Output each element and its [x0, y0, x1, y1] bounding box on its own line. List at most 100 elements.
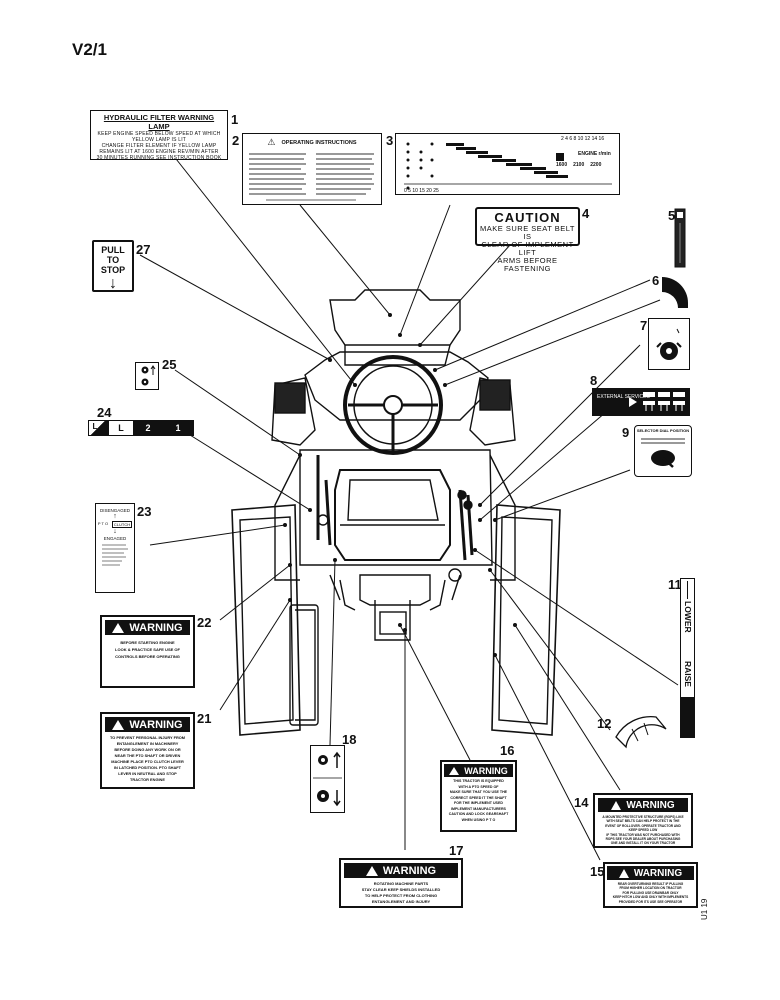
callout-22: 22: [197, 615, 212, 630]
decal22-title: WARNING: [129, 621, 183, 634]
decal23-text-lines: [102, 544, 128, 566]
decal22-line: BEFORE STARTING ENGINE: [120, 640, 175, 645]
decal22-line: LOOK & PRACTICE SAFE USE OF: [115, 647, 180, 652]
decal16-line: IMPLEMENT MANUFACTURERS: [451, 806, 506, 811]
decal15-line: REAR OVERTURNING RESULT IF PULLING: [617, 882, 684, 886]
decal-6-arc: [662, 277, 688, 308]
callout-16: 16: [500, 743, 515, 758]
callout-2: 2: [232, 133, 240, 148]
decal23-mid-right: CLUTCH: [111, 521, 133, 528]
decal16-line: MAKE SURE THAT YOU USE THE: [449, 790, 508, 794]
callout-4: 4: [582, 206, 590, 221]
lift-control-icon: [313, 751, 342, 807]
decal1-title: HYDRAULIC FILTER WARNING LAMP: [103, 113, 215, 131]
decal-22-warning-starting: WARNING BEFORE STARTING ENGINE LOOK & PR…: [100, 615, 195, 688]
external-services-icons: [629, 392, 685, 411]
warning-triangle-icon: [112, 719, 125, 730]
decal-12-quadrant: [615, 716, 667, 749]
decal3-tick: 2200: [590, 162, 602, 168]
decal14-line: ONE AND INSTALL IT ON YOUR TRACTOR: [610, 841, 676, 846]
decal-21-warning-pto-entanglement: WARNING TO PREVENT PERSONAL INJURY FROM …: [100, 712, 195, 789]
warning-triangle-icon: [365, 865, 378, 876]
callout-24: 24: [97, 405, 112, 420]
decal14-text: A MOUNTED PROTECTIVE STRUCTURE (ROPS) LI…: [595, 815, 691, 846]
selector-dial-icon: [641, 438, 685, 468]
callout-7: 7: [640, 318, 648, 333]
decal16-line: CAUTION AND LOCK GEARSHAFT: [448, 812, 509, 816]
decal-27-pull-to-stop: PULL TO STOP ↓: [92, 240, 134, 292]
decal15-line: FROM HIGHER LOCATION ON TRACTOR: [619, 886, 682, 891]
decal-23-pto-clutch: DISENGAGED ↑ P T O CLUTCH ↓ ENGAGED: [95, 503, 135, 593]
callout-1: 1: [231, 112, 239, 127]
decal14-banner: WARNING: [598, 798, 688, 812]
decal16-line: WHEN USING P T O: [461, 817, 496, 822]
callout-21: 21: [197, 711, 212, 726]
decal4-line: CLEAR OF IMPLEMENT LIFT: [481, 240, 574, 257]
svg-text:2 4 6 8 10 12 14 16: 2 4 6 8 10 12 14 16: [561, 136, 604, 142]
decal16-line: THIS TRACTOR IS EQUIPPED: [453, 779, 504, 783]
throttle-icon: [141, 365, 156, 386]
decal23-top: DISENGAGED: [99, 508, 130, 513]
callout-5: 5: [668, 208, 676, 223]
decal21-line: TO PREVENT PERSONAL INJURY FROM: [109, 735, 186, 740]
decal27-line1: PULL TO: [101, 245, 125, 265]
decal4-title: CAUTION: [494, 210, 561, 225]
decal-lower-raise: LOWER RAISE: [680, 578, 695, 738]
decal17-title: WARNING: [382, 864, 437, 877]
decal-14-warning-rops: WARNING A MOUNTED PROTECTIVE STRUCTURE (…: [593, 793, 693, 848]
decal8-title: EXTERNAL SERVICES: [597, 394, 650, 400]
decal15-text: REAR OVERTURNING RESULT IF PULLING FROM …: [605, 882, 696, 904]
decal4-line: MAKE SURE SEAT BELT IS: [480, 224, 575, 241]
decal21-line: MACHINE PLACE PTO CLUTCH LEVER: [111, 759, 184, 764]
decal16-banner: WARNING: [444, 764, 513, 777]
decal17-text: ROTATING MACHINE PARTS STAY CLEAR KEEP S…: [341, 881, 461, 905]
callout-18: 18: [342, 732, 357, 747]
decal27-line2: STOP: [100, 265, 126, 275]
callout-6: 6: [652, 273, 660, 288]
callout-17: 17: [449, 843, 464, 858]
callout-11: 11: [668, 577, 682, 592]
decal22-line: CONTROLS BEFORE OPERATING: [115, 654, 180, 659]
decal14-line: ROPS SEE YOUR DEALER ABOUT PURCHASING: [605, 837, 681, 842]
callout-23: 23: [137, 504, 152, 519]
decal-24-gear-strip: L L 2 1: [88, 420, 194, 436]
decal15-line: KEEP HITCH LOW AND ONLY WITH IMPLEMENTS: [612, 895, 689, 900]
svg-text:0 5 10 15 20 25: 0 5 10 15 20 25: [404, 188, 439, 194]
decal21-line: TRACTOR ENGINE: [130, 777, 165, 782]
decal21-line: LEVER IN NEUTRAL AND STOP: [118, 771, 177, 776]
decal15-title: WARNING: [633, 867, 683, 879]
decal24-cell: L: [88, 420, 108, 436]
decal-selector-dial: SELECTOR DIAL POSITION: [634, 425, 692, 477]
decal4-line: ARMS BEFORE FASTENING: [497, 256, 558, 273]
decal2-text-lines: [249, 153, 374, 201]
decal1-line: YELLOW LAMP IS LIT: [131, 137, 187, 143]
decal-hydraulic-filter: HYDRAULIC FILTER WARNING LAMP KEEP ENGIN…: [90, 110, 228, 161]
decal17-line: ENTANGLEMENT AND INJURY: [371, 899, 431, 904]
decal16-line: WITH A PTO SPEED OF: [458, 784, 499, 789]
decal14-title: WARNING: [626, 799, 675, 811]
decal21-line: BEFORE DOING ANY WORK ON OR: [114, 747, 181, 752]
down-arrow-icon: ↓: [109, 275, 117, 292]
decal24-cell: L: [108, 420, 134, 436]
warning-triangle-icon: ⚠: [267, 137, 276, 147]
decal21-title: WARNING: [129, 718, 183, 731]
decal-17-warning-rotating: WARNING ROTATING MACHINE PARTS STAY CLEA…: [339, 858, 463, 908]
decal23-mid-left: P T O: [97, 521, 109, 526]
decal21-banner: WARNING: [105, 717, 190, 732]
callout-27: 27: [136, 242, 151, 257]
callout-8: 8: [590, 373, 598, 388]
callout-25: 25: [162, 357, 177, 372]
decal17-line: TO HELP PROTECT FROM CLOTHING: [364, 893, 438, 898]
callout-14: 14: [574, 795, 589, 810]
warning-triangle-icon: [449, 766, 460, 775]
decal-external-services: EXTERNAL SERVICES: [592, 388, 690, 416]
decal-16-warning-pto-speed: WARNING THIS TRACTOR IS EQUIPPED WITH A …: [440, 760, 517, 832]
decal16-line: CORRECT SPEED IT THE SHAFT: [450, 795, 507, 800]
callout-3: 3: [386, 133, 394, 148]
decal-caution-seat-belt: CAUTION MAKE SURE SEAT BELT IS CLEAR OF …: [475, 207, 580, 273]
speed-chart-graphic: 2 4 6 8 10 12 14 16 0 5 10 15 20 25: [404, 136, 612, 194]
callout-9: 9: [622, 425, 630, 440]
decal21-line: ENTANGLEMENT IN MACHINERY: [116, 741, 179, 746]
callout-15: 15: [590, 864, 605, 879]
